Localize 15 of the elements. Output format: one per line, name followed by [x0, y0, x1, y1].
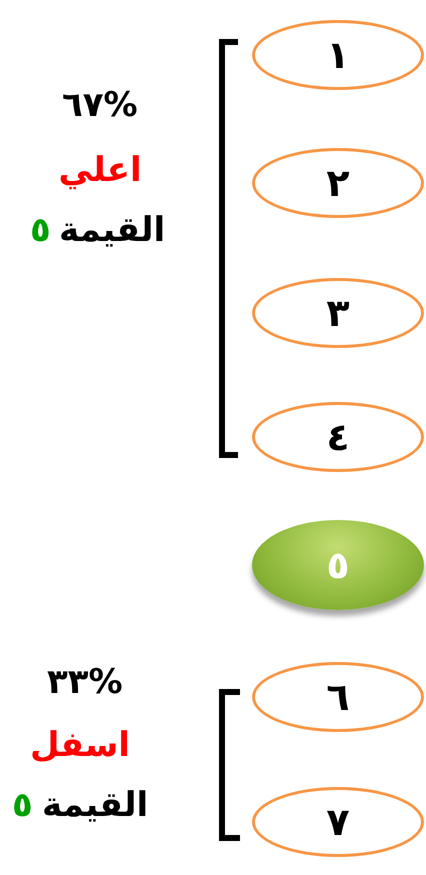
node-number: ٥ [326, 543, 350, 587]
percentage-text: %٣٣ [47, 662, 123, 702]
status-text: اسفل [30, 725, 130, 765]
value-number: ٥ [12, 785, 33, 825]
value-text: القيمة [42, 785, 148, 825]
node-number: ١ [326, 33, 350, 77]
status-text: اعلي [58, 150, 142, 190]
node-number: ٧ [326, 800, 350, 844]
node-number: ٢ [326, 161, 350, 205]
node-number: ٣ [326, 291, 350, 335]
node-number: ٤ [326, 415, 350, 459]
percentage-text: %٦٧ [62, 85, 138, 125]
value-text: القيمة [59, 210, 166, 250]
value-number: ٥ [30, 210, 51, 250]
node-number: ٦ [326, 675, 350, 719]
